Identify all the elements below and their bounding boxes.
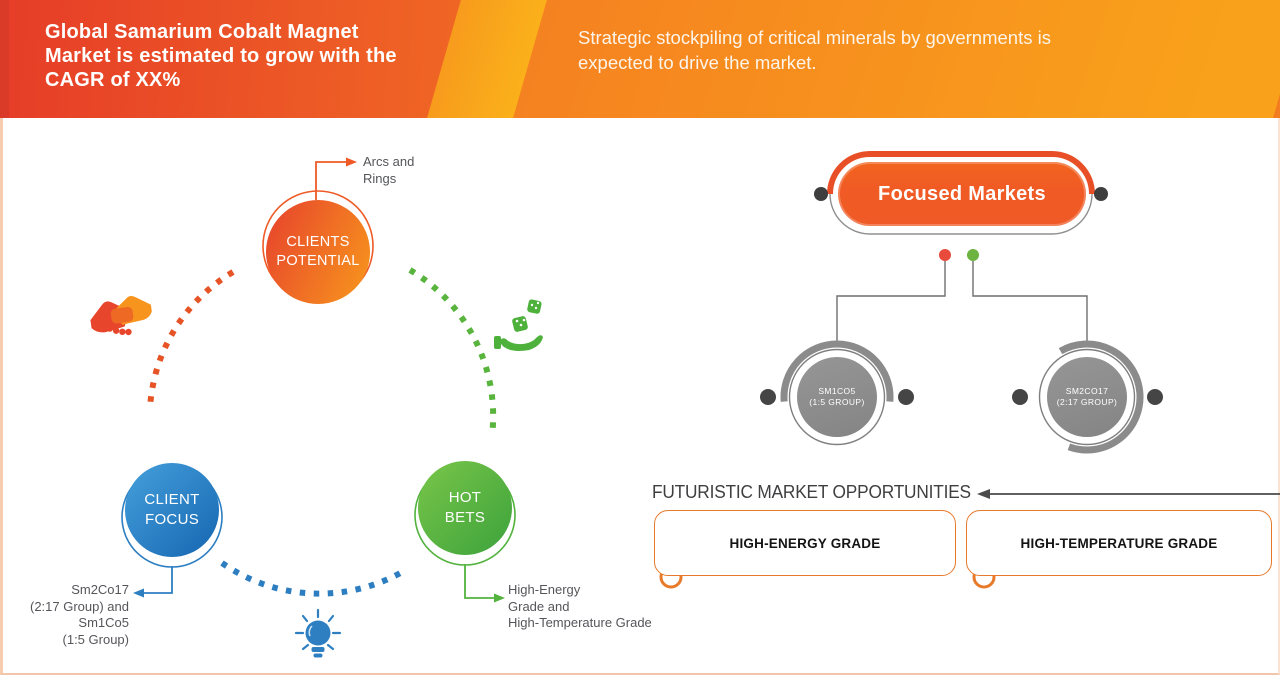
header-left-edge <box>0 0 9 118</box>
node-hot-bets: HOT BETS <box>418 461 512 555</box>
opportunity-card-high-temperature: HIGH-TEMPERATURE GRADE <box>966 510 1272 576</box>
opportunity-card-label: HIGH-ENERGY GRADE <box>729 535 881 551</box>
callout-arcs-rings: Arcs and Rings <box>363 154 415 186</box>
node-sm2co17: SM2CO17 (2:17 GROUP) <box>1047 357 1127 437</box>
opportunity-card-high-energy: HIGH-ENERGY GRADE <box>654 510 956 576</box>
node-sm1co5: SM1CO5 (1:5 GROUP) <box>797 357 877 437</box>
callout-sm-groups: Sm2Co17 (2:17 Group) and Sm1Co5 (1:5 Gro… <box>29 582 129 647</box>
header-banner: Global Samarium Cobalt Magnet Market is … <box>0 0 1280 118</box>
market-title: Global Samarium Cobalt Magnet Market is … <box>45 21 397 91</box>
market-driver-text: Strategic stockpiling of critical minera… <box>578 27 1051 73</box>
opportunity-card-label: HIGH-TEMPERATURE GRADE <box>1020 535 1218 551</box>
node-clients-potential: CLIENTS POTENTIAL <box>266 200 370 304</box>
callout-grades: High-Energy Grade and High-Temperature G… <box>508 582 652 630</box>
futuristic-heading: FUTURISTIC MARKET OPPORTUNITIES <box>652 482 971 502</box>
focused-markets-pill: Focused Markets <box>838 162 1086 226</box>
node-client-focus: CLIENT FOCUS <box>125 463 219 557</box>
